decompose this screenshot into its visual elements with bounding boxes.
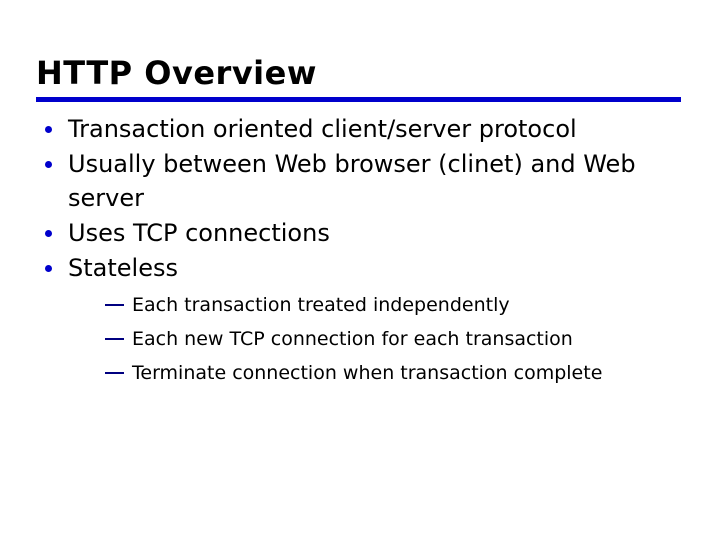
bullet-list: Transaction oriented client/server proto… <box>36 112 686 385</box>
list-item: Transaction oriented client/server proto… <box>36 112 686 146</box>
em-dash-icon <box>105 338 124 340</box>
bullet-text: Usually between Web browser (clinet) and… <box>68 150 636 212</box>
bullet-text: Uses TCP connections <box>68 219 330 247</box>
bullet-dot-icon <box>45 265 52 272</box>
sub-bullet-text: Each new TCP connection for each transac… <box>132 328 573 350</box>
bullet-dot-icon <box>45 230 52 237</box>
sub-bullet-text: Terminate connection when transaction co… <box>132 362 603 384</box>
list-item: Uses TCP connections <box>36 216 686 250</box>
bullet-text: Transaction oriented client/server proto… <box>68 115 577 143</box>
sub-list-item: Terminate connection when transaction co… <box>105 361 686 385</box>
em-dash-icon <box>105 372 124 374</box>
slide-body: Transaction oriented client/server proto… <box>36 112 686 395</box>
sub-bullet-text: Each transaction treated independently <box>132 294 510 316</box>
bullet-dot-icon <box>45 126 52 133</box>
list-item: Usually between Web browser (clinet) and… <box>36 147 686 215</box>
sub-list-item: Each transaction treated independently <box>105 293 686 317</box>
em-dash-icon <box>105 304 124 306</box>
title-underline-rule <box>36 97 681 102</box>
sub-bullet-list: Each transaction treated independently E… <box>68 293 686 385</box>
title-block: HTTP Overview <box>36 54 684 92</box>
page-title: HTTP Overview <box>36 54 317 92</box>
list-item: Stateless Each transaction treated indep… <box>36 251 686 385</box>
bullet-text: Stateless <box>68 254 178 282</box>
bullet-dot-icon <box>45 161 52 168</box>
sub-list-item: Each new TCP connection for each transac… <box>105 327 686 351</box>
